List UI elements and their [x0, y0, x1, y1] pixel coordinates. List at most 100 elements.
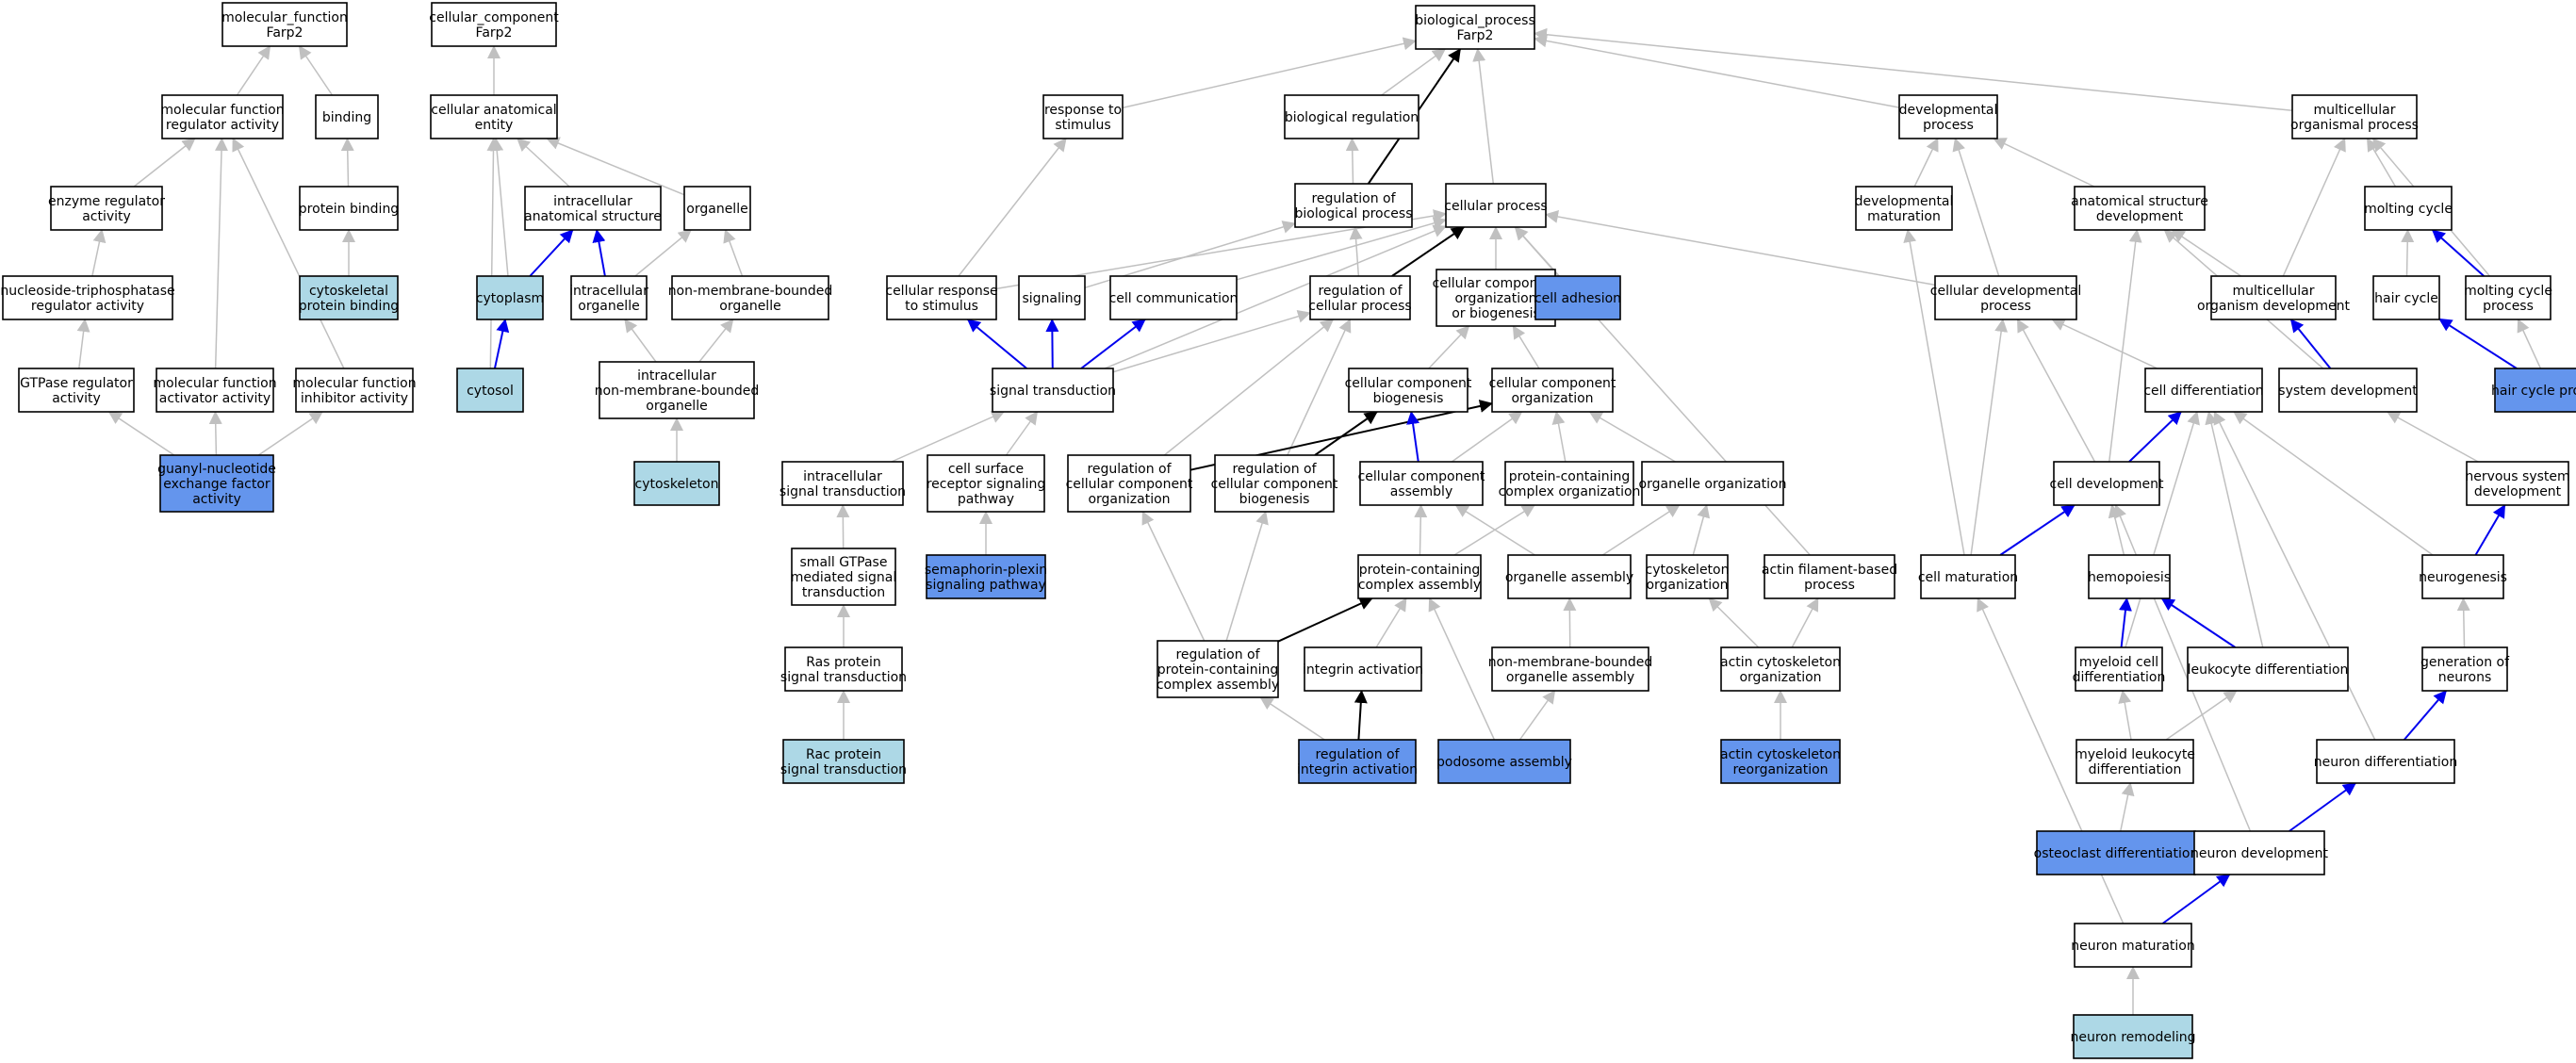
node-label-line: process — [1923, 118, 1974, 133]
go-term-node-haircycle[interactable]: hair cycle — [2372, 275, 2440, 320]
edge-regcco-to-regcp — [1163, 319, 1335, 456]
go-term-node-signaling[interactable]: signaling — [1018, 275, 1086, 320]
go-term-node-cellmat[interactable]: cell maturation — [1918, 554, 2018, 599]
node-box — [1109, 275, 1238, 320]
go-term-node-cellproc[interactable]: cellular process — [1444, 183, 1548, 228]
go-term-node-cytoplasm[interactable]: cytoplasm — [476, 275, 544, 320]
node-label-line: cell surface — [948, 462, 1024, 477]
go-term-node-neurmat[interactable]: neuron maturation — [2071, 923, 2195, 968]
go-term-node-cytoskeleton[interactable]: cytoskeleton — [633, 461, 720, 506]
edge-myleuk-to-leuko — [2165, 690, 2238, 741]
go-term-node-celldiff[interactable]: cell differentiation — [2143, 368, 2264, 413]
go-term-node-sysdev[interactable]: system development — [2278, 368, 2418, 413]
edge-ccassembly-to-cco — [1451, 411, 1523, 463]
go-term-node-biolreg[interactable]: biological regulation — [1284, 94, 1419, 139]
go-term-node-molting[interactable]: molting cycle — [2364, 186, 2453, 231]
edge-sigtrans-to-cellresp — [966, 319, 1027, 369]
go-term-node-leuko[interactable]: leukocyte differentiation — [2187, 646, 2349, 692]
go-term-node-osteo[interactable]: osteoclast differentiation — [2034, 830, 2199, 875]
go-term-node-celldev[interactable]: cell development — [2050, 461, 2164, 506]
go-term-node-cytosol[interactable]: cytosol — [456, 368, 524, 413]
go-term-node-protbind[interactable]: protein binding — [299, 186, 399, 231]
node-box — [1067, 454, 1191, 513]
go-term-node-orgassembly[interactable]: organelle assembly — [1505, 554, 1633, 599]
go-term-node-celladh[interactable]: cell adhesion — [1534, 275, 1621, 320]
node-label-line: cell communication — [1109, 291, 1239, 306]
node-label-line: organization — [1088, 492, 1170, 507]
node-box — [2036, 830, 2196, 875]
node-box — [1920, 554, 2016, 599]
go-term-node-haircycleproc[interactable]: hair cycle process — [2491, 368, 2576, 413]
go-term-node-neurrem[interactable]: neuron remodeling — [2071, 1014, 2196, 1059]
go-term-node-neurogen[interactable]: neurogenesis — [2419, 554, 2507, 599]
edge-regpcca-to-pcca — [1277, 597, 1373, 643]
node-box — [2144, 368, 2263, 413]
go-term-node-orgorg[interactable]: organelle organization — [1639, 461, 1787, 506]
go-term-node-neurdev[interactable]: neuron development — [2190, 830, 2329, 875]
go-term-node-hemo[interactable]: hemopoiesis — [2088, 554, 2171, 599]
go-term-node-organelle[interactable]: organelle — [683, 186, 751, 231]
go-term-node-integrin[interactable]: integrin activation — [1303, 646, 1423, 692]
go-term-node-sigtrans[interactable]: signal transduction — [990, 368, 1116, 413]
node-label-line: cellular component — [1066, 477, 1193, 492]
go-term-node-cellcomm[interactable]: cell communication — [1109, 275, 1239, 320]
node-label-line: cellular component — [1358, 469, 1485, 484]
go-term-node-inmbo[interactable]: intracellularnon-membrane-boundedorganel… — [595, 361, 760, 419]
edge-regpcca-to-regcco — [1141, 511, 1206, 642]
go-term-node-neurdiff[interactable]: neuron differentiation — [2314, 739, 2457, 784]
go-term-node-podo[interactable]: podosome assembly — [1436, 739, 1572, 784]
go-term-node-binding[interactable]: binding — [315, 94, 379, 139]
node-label-line: complex organization — [1499, 484, 1641, 499]
